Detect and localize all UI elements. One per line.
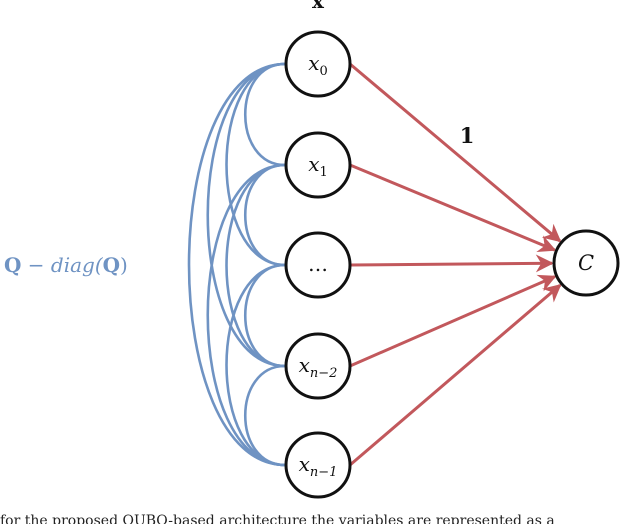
variable-node-circle <box>284 431 352 499</box>
variable-node-x1: x1 <box>284 131 352 199</box>
target-node-circle <box>552 229 620 297</box>
variable-node-circle <box>284 332 352 400</box>
coupling-edge-xn2-xn1 <box>244 364 287 467</box>
weight-edge-x0 <box>349 62 562 243</box>
variable-node-x0: x0 <box>284 30 352 98</box>
matrix-label-q: Q <box>4 253 21 277</box>
quadratic-coupling-edges <box>187 62 287 467</box>
target-node: C <box>552 229 620 297</box>
variable-node-subscript: 0 <box>320 64 328 79</box>
variable-node-main: … <box>308 252 328 276</box>
variable-node-circle <box>284 231 352 299</box>
variable-node-circle <box>284 131 352 199</box>
variable-node-label: xn−1 <box>299 452 338 480</box>
variable-node-subscript: n−1 <box>310 465 338 480</box>
matrix-label-end: ) <box>120 253 128 277</box>
coupling-edge-x1-xn1 <box>206 163 287 467</box>
variable-node-circle <box>284 30 352 98</box>
variable-node-subscript: 1 <box>320 165 328 180</box>
variable-node-dots: … <box>284 231 352 299</box>
matrix-label-middle: − diag( <box>21 253 103 277</box>
vector-title: x <box>312 0 325 13</box>
matrix-label-q2: Q <box>103 253 120 277</box>
target-node-label: C <box>578 251 594 275</box>
variable-node-main: x <box>308 152 319 176</box>
coupling-edge-x0-xn1 <box>187 62 287 467</box>
variable-node-main: x <box>299 452 310 476</box>
linear-weight-edges <box>349 62 562 467</box>
variable-node-label: x1 <box>308 152 328 180</box>
weight-edge-x1 <box>349 163 557 253</box>
weight-edge-xn2 <box>349 274 557 368</box>
variable-node-label: xn−2 <box>299 353 338 381</box>
variable-node-label: x0 <box>308 51 328 79</box>
variable-node-xn2: xn−2 <box>284 332 352 400</box>
weight-label: 1 <box>460 123 475 148</box>
weight-edge-dots <box>349 254 554 273</box>
variable-node-subscript: n−2 <box>310 366 338 381</box>
variable-node-xn1: xn−1 <box>284 431 352 499</box>
figure-caption: for the proposed QUBO-based architecture… <box>0 513 555 524</box>
variable-node-main: x <box>299 353 310 377</box>
variable-node-main: x <box>308 51 319 75</box>
coupling-edge-x0-xn2 <box>206 62 287 368</box>
variable-node-label: … <box>308 252 328 276</box>
matrix-label: Q − diag(Q) <box>4 253 128 277</box>
weight-edge-xn1 <box>349 283 562 467</box>
